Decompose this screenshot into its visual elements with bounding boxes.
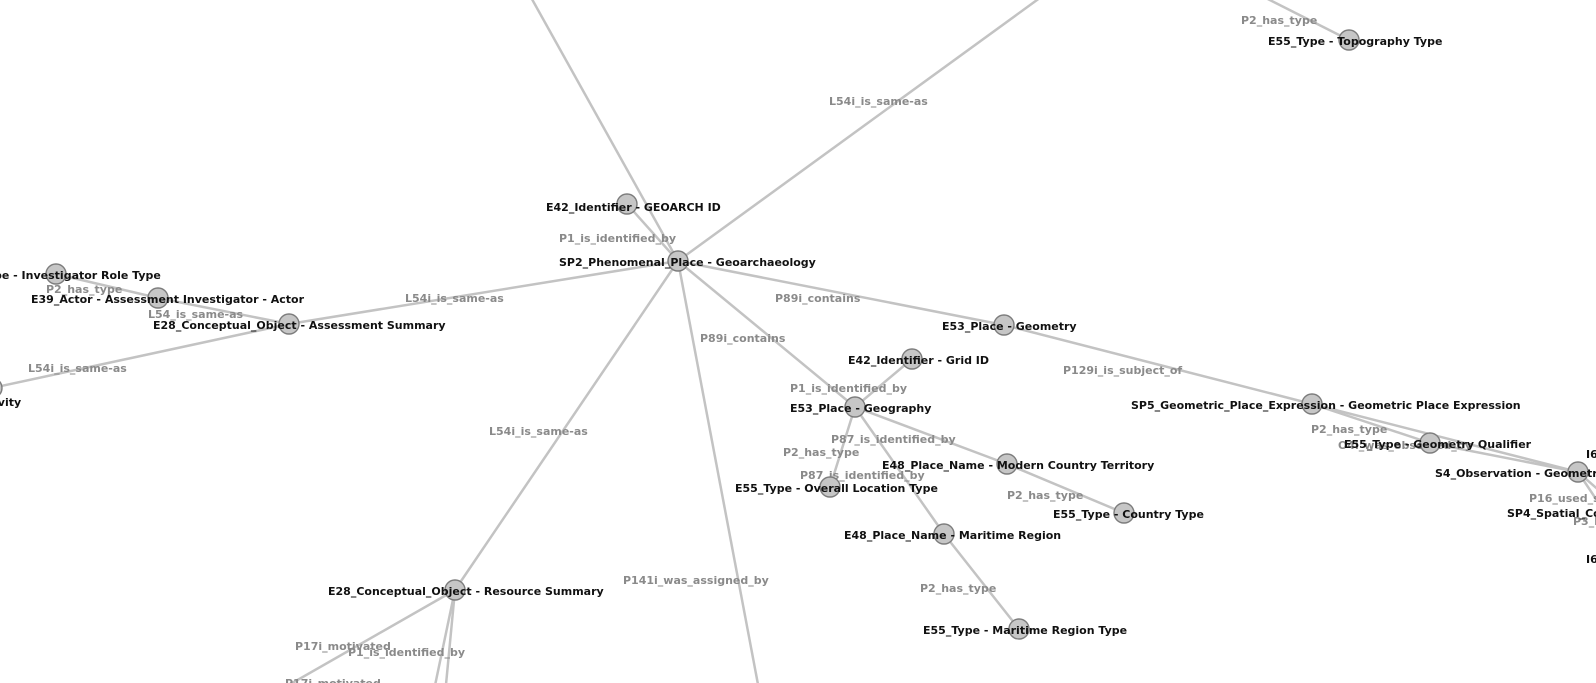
graph-edge [288,259,679,326]
edge-label: L54i_is_same-as [405,292,504,305]
graph-node[interactable] [993,314,1015,336]
graph-edge [1003,323,1313,406]
edge-label: L54i_is_same-as [829,95,928,108]
graph-edge [676,260,760,683]
graph-edge [854,405,1008,466]
graph-node[interactable] [667,250,689,272]
node-label: E48_Place_Name - Modern Country Territor… [882,459,1154,472]
graph-node[interactable] [933,523,955,545]
node-label: E55_Type - Country Type [1053,508,1204,521]
node-label: I6 [1586,448,1596,461]
graph-node[interactable] [1008,618,1030,640]
graph-node[interactable] [1113,502,1135,524]
graph-edge [531,0,680,262]
graph-edge [1311,402,1431,445]
graph-edge [828,406,857,488]
graph-edge [854,358,913,408]
edge-label: P1_is_identified_by [348,646,465,659]
graph-node[interactable] [1301,393,1323,415]
graph-edge [943,533,1020,630]
edge-label: P141i_was_assigned_by [623,574,769,587]
graph-node[interactable] [278,313,300,335]
node-label: E55_Type - Topography Type [1268,35,1442,48]
edge-label: P1_is_identified_by [559,232,676,245]
graph-edge [1311,402,1579,474]
edge-label: P17i_motivated [295,640,391,653]
node-label: E55_Type - Maritime Region Type [923,624,1127,637]
node-label: E53_Place - Geography [790,402,931,415]
edge-label: P3_h [1573,515,1596,528]
edge-label: P1_is_identified_by [790,382,907,395]
graph-edge [853,406,946,535]
node-label: E55_Type - Geometry Qualifier [1344,438,1532,451]
edge-label: P129i_is_subject_of [1063,364,1182,377]
node-label: ivity [0,396,21,409]
node-label: E48_Place_Name - Maritime Region [844,529,1061,542]
graph-node[interactable] [1567,461,1589,483]
edge-label: P16_used_sp [1529,492,1596,505]
graph-node[interactable] [901,348,923,370]
edge-label: L54_is_same-as [148,308,244,321]
edge-label: P2_has_type [783,446,859,459]
node-label: E28_Conceptual_Object - Resource Summary [328,585,604,598]
edge-label: P89i_contains [775,292,861,305]
graph-node[interactable] [844,396,866,418]
graph-edge [157,296,290,326]
edge-label: P17i_motivated [285,677,381,683]
graph-node[interactable] [444,579,466,601]
node-label: E55_Type - Overall Location Type [735,482,938,495]
edge-label: L54i_is_same-as [28,362,127,375]
graph-edge [1429,441,1579,474]
graph-edge [0,322,290,388]
graph-node[interactable] [616,193,638,215]
node-label: I6 [1586,553,1596,566]
graph-edge [434,589,457,683]
graph-node[interactable] [45,263,67,285]
graph-node[interactable] [819,476,841,498]
node-label: E42_Identifier - GEOARCH ID [546,201,721,214]
graph-edge [444,589,457,683]
graph-edge [677,260,856,408]
edge-label: P2_has_type [46,283,122,296]
node-label: E28_Conceptual_Object - Assessment Summa… [153,319,446,332]
node-label: SP5_Geometric_Place_Expression - Geometr… [1131,399,1521,412]
graph-edge [677,259,1005,327]
edge-label: P2_has_type [1241,14,1317,27]
graph-node[interactable] [147,287,169,309]
graph-edge [55,272,159,300]
edge-label: L54i_is_same-as [489,425,588,438]
node-label: S4_Observation - Geometry [1435,467,1596,480]
graph-node[interactable] [996,453,1018,475]
graph-edge [1267,0,1350,42]
graph-node[interactable] [1419,432,1441,454]
graph-edge [677,0,1040,263]
graph-edge [453,260,680,591]
node-label: E42_Identifier - Grid ID [848,354,989,367]
node-label: SP2_Phenomenal_Place - Geoarchaeology [559,256,816,269]
graph-edge [289,588,456,683]
node-label: E39_Actor - Assessment Investigator - Ac… [31,293,305,306]
edge-label: P89i_contains [700,332,786,345]
graph-node[interactable] [0,378,3,398]
edge-label: P2_has_type [1007,489,1083,502]
node-label: E53_Place - Geometry [942,320,1077,333]
edge-label: P2_has_type [920,582,996,595]
graph-edge [1006,462,1125,515]
edge-label: P87_is_identified_by [831,433,956,446]
edge-label: P2_has_type [1311,423,1387,436]
node-label: pe - Investigator Role Type [0,269,161,282]
graph-edge [626,203,679,262]
node-label: SP4_Spatial_Co [1507,507,1596,520]
graph-node[interactable] [1338,29,1360,51]
